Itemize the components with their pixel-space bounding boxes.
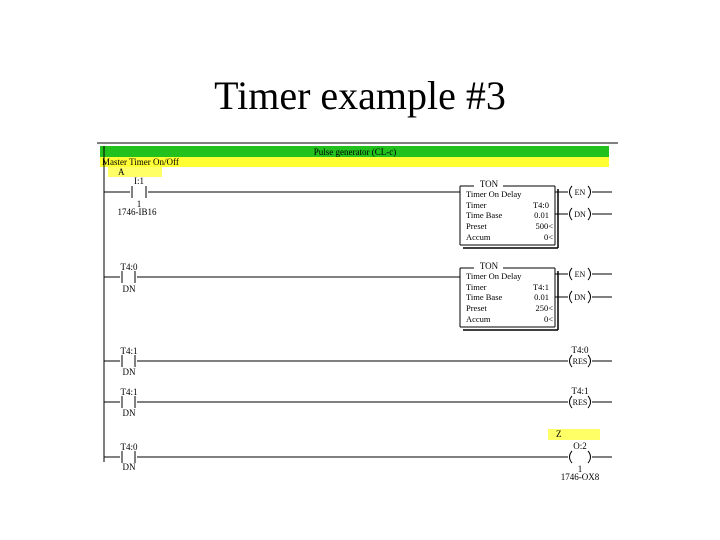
rung3-res-coil (569, 395, 591, 409)
ton2-label: TON (480, 261, 499, 271)
rung4-contact-bit: DN (123, 462, 136, 472)
rung2-coil-type: RES (573, 357, 588, 366)
ton1-dn-coil (569, 207, 591, 221)
ton-block-1 (459, 185, 559, 249)
ton2-title: Timer On Delay (466, 271, 522, 281)
rung0-comment-box (108, 167, 162, 177)
ton1-preset-label: Preset (466, 221, 487, 231)
ton1-accum-label: Accum (466, 232, 491, 242)
rung0-contact (131, 186, 147, 198)
rung4-contact (121, 451, 136, 463)
rung0-comment: A (118, 167, 125, 177)
rung1-contact (121, 271, 136, 283)
rung0-contact-bit: 1 (137, 199, 142, 209)
rung2-res-coil (569, 354, 591, 368)
rung4-comment: Z (556, 429, 562, 439)
ton1-dn-label: DN (574, 210, 586, 219)
ton2-preset-value: 250< (535, 303, 553, 313)
ton2-dn-coil (569, 290, 591, 304)
ton-block-2 (459, 267, 559, 331)
ton2-base-label: Time Base (466, 292, 503, 302)
rung2-coil-address: T4:0 (572, 345, 589, 355)
rung3-coil-type: RES (573, 398, 588, 407)
ton1-en-label: EN (575, 188, 586, 197)
header-yellow-label: Master Timer On/Off (102, 157, 179, 167)
header-yellow-bar (100, 157, 609, 167)
ton1-base-value: 0.01 (534, 210, 549, 220)
rung4-comment-box (548, 429, 600, 440)
rung3-contact-bit: DN (123, 408, 136, 418)
ton1-timer-label: Timer (466, 200, 487, 210)
ton2-timer-label: Timer (466, 282, 487, 292)
header-green-bar (100, 146, 609, 157)
ton1-title: Timer On Delay (466, 189, 522, 199)
rung3-coil-address: T4:1 (572, 386, 589, 396)
ton2-dn-label: DN (574, 293, 586, 302)
ton2-accum-value: 0< (544, 314, 553, 324)
rung2-contact-address: T4:1 (121, 346, 138, 356)
ton1-timer-value: T4:0 (533, 200, 549, 210)
rung1-contact-bit: DN (123, 284, 136, 294)
rung1-contact-address: T4:0 (121, 262, 138, 272)
ton1-preset-value: 500< (535, 221, 553, 231)
ton2-en-label: EN (575, 270, 586, 279)
ton2-timer-value: T4:1 (533, 282, 549, 292)
ton2-accum-label: Accum (466, 314, 491, 324)
rung3-contact (121, 396, 136, 408)
rung4-coil-address: O:2 (573, 441, 587, 451)
rung4-contact-address: T4:0 (121, 442, 138, 452)
ton1-en-coil (569, 185, 591, 199)
ton1-accum-value: 0< (544, 232, 553, 242)
ton1-base-label: Time Base (466, 210, 503, 220)
rung2-contact (121, 355, 136, 367)
rung4-coil-desc: 1746-OX8 (561, 472, 600, 482)
rung2-contact-bit: DN (123, 367, 136, 377)
rung0-contact-desc: 1746-IB16 (118, 207, 157, 217)
ton1-label: TON (480, 179, 499, 189)
rung4-output-coil (569, 450, 591, 464)
rung0-contact-address: I:1 (134, 176, 144, 186)
ton2-preset-label: Preset (466, 303, 487, 313)
rung3-contact-address: T4:1 (121, 387, 138, 397)
header-green-label: Pulse generator (CL-c) (314, 147, 396, 157)
ton2-en-coil (569, 267, 591, 281)
rung4-coil-bit: 1 (578, 464, 583, 474)
ton2-base-value: 0.01 (534, 292, 549, 302)
slide-title: Timer example #3 (214, 73, 506, 118)
